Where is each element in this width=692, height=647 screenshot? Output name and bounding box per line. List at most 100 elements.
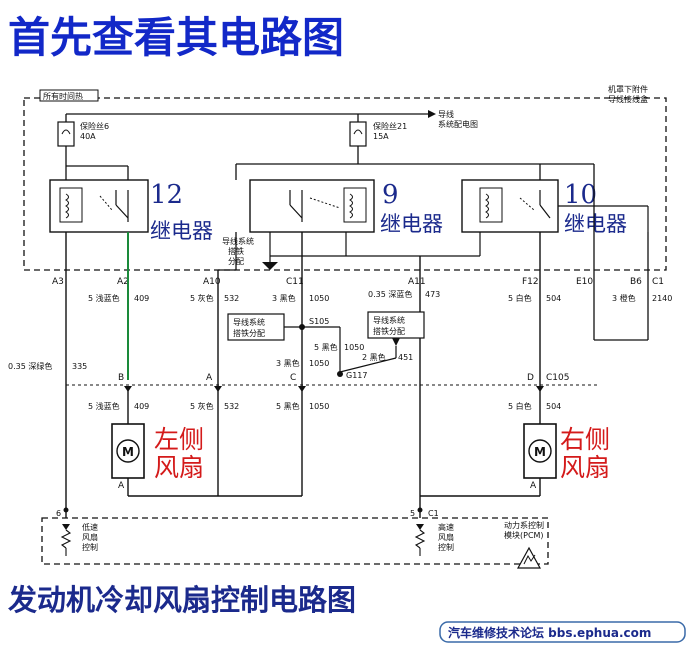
wire-504-number: 504 [546,294,561,303]
relay-9-number: 9 [382,180,399,210]
fuse-21-label: 保险丝21 [373,121,407,131]
low-speed-label-3: 控制 [82,542,98,552]
wire-2140-number: 2140 [652,294,672,303]
relay-9-switch [289,204,303,219]
pcm-module-label: 动力系控制 [504,520,544,530]
underhood-box-label-2: 导线接线盒 [608,94,648,104]
connector-c11: C11 [286,277,304,287]
wire-2140-color: 3 橙色 [612,293,636,303]
relay-12-number: 12 [150,180,183,210]
right-fan-pin-a: A [530,481,537,491]
relay-12-switch [115,204,129,219]
c105-pin-a: A [206,373,213,383]
wire-1050b-color: 5 黑色 [314,342,338,352]
wire-1050d-color: 5 黑色 [276,401,300,411]
watermark-text: 汽车维修技术论坛 bbs.ephua.com [448,625,651,640]
right-fan-motor-symbol: M [534,445,546,459]
left-fan-label-2: 风扇 [154,453,204,482]
pcm-connector-c1: C1 [428,509,439,518]
high-speed-label-2: 风扇 [438,532,454,542]
pcm-pin-6: 6 [56,509,61,518]
wire-504-color: 5 白色 [508,293,532,303]
ground-dist-box-right [367,311,425,339]
ground-g117 [337,371,343,377]
wire-1050-number: 1050 [309,294,329,303]
high-speed-label-3: 控制 [438,542,454,552]
low-speed-label-2: 风扇 [82,532,98,542]
left-fan-pin-a: A [118,481,125,491]
ground-dist-label: 导线系统 [222,236,254,246]
relay-12-coil [65,193,69,219]
c105-pin-d: D [527,373,534,383]
to-wire-label: 导线 [438,109,454,119]
ground-dist-box-left-label: 导线系统 [233,317,265,327]
hot-at-all-times-box [39,89,99,102]
left-fan-label: 左侧 [154,425,204,454]
wire-409-color: 5 浅蓝色 [88,293,120,303]
wire-532-number: 532 [224,294,239,303]
relay-10-box [461,179,559,233]
wire-1050-color: 3 黑色 [272,293,296,303]
relay-9-box [249,179,375,233]
relay-9-coil [349,193,353,219]
wire-532b-color: 5 灰色 [190,401,214,411]
fuse-21 [349,121,367,147]
connector-a2: A2 [117,277,129,287]
pcm-outline [41,517,549,565]
right-fan-label-2: 风扇 [560,453,610,482]
watermark-frame [439,621,686,643]
fuse-6 [57,121,75,147]
low-speed-resistor [60,529,72,549]
connector-e10: E10 [576,277,593,287]
relay-10-number: 10 [564,180,597,210]
wire-473-color: 0.35 深蓝色 [368,289,412,299]
fuse-6-label: 保险丝6 [80,121,109,131]
wire-451-color: 2 黑色 [362,352,386,362]
wire-1050b-number: 1050 [344,343,364,352]
ground-dist-box-left-label-2: 搭铁分配 [233,328,265,338]
fuse-6-amp: 40A [80,132,96,141]
c105-pin-c: C [290,373,296,383]
wire-1050c-color: 3 黑色 [276,358,300,368]
underhood-box-label: 机罩下附件 [608,84,648,94]
wire-473-number: 473 [425,290,440,299]
wire-532-color: 5 灰色 [190,293,214,303]
connector-f12: F12 [522,277,539,287]
relay-10-coil [485,193,489,219]
to-wire-label-2: 系统配电图 [438,119,478,129]
diagram-caption: 发动机冷却风扇控制电路图 [7,583,356,617]
wire-409b-number: 409 [134,402,149,411]
right-fan-label: 右侧 [560,425,610,454]
relay-12-label: 继电器 [150,219,213,243]
c105-label: C105 [546,373,569,383]
wire-1050d-number: 1050 [309,402,329,411]
wire-409b-color: 5 浅蓝色 [88,401,120,411]
ground-dist-box-right-label-2: 搭铁分配 [373,326,405,336]
pcm-module-label-2: 模块(PCM) [504,530,544,540]
connector-a3: A3 [52,277,64,287]
relay-10-switch [539,204,551,219]
relay-10-label: 继电器 [564,212,627,236]
wire-451-number: 451 [398,353,413,362]
low-speed-label: 低速 [82,522,98,532]
wire-532b-number: 532 [224,402,239,411]
wire-409-number: 409 [134,294,149,303]
wire-504b-color: 5 白色 [508,401,532,411]
connector-c1: C1 [652,277,664,287]
high-speed-resistor [414,529,426,549]
wire-335-number: 335 [72,362,87,371]
page-title: 首先查看其电路图 [8,13,344,62]
wire-335-color: 0.35 深绿色 [8,361,52,371]
underhood-junction-box-outline [23,97,667,271]
high-speed-label: 高速 [438,522,454,532]
wire-1050c-number: 1050 [309,359,329,368]
wire-504b-number: 504 [546,402,561,411]
connector-b6: B6 [630,277,642,287]
hot-at-all-times-label: 所有时间热 [43,91,83,101]
left-fan-motor-symbol: M [122,445,134,459]
ground-dist-box-right-label: 导线系统 [373,315,405,325]
connector-a11: A11 [408,277,426,287]
splice-s105-label: S105 [309,317,329,326]
